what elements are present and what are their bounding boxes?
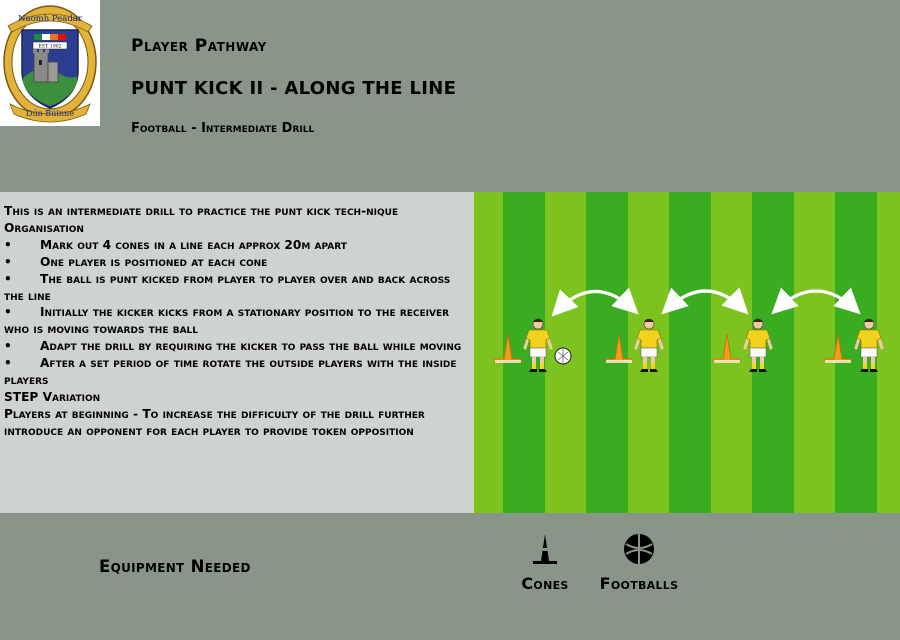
section-heading: Player Pathway: [131, 36, 267, 56]
cone-icon: [605, 333, 633, 364]
step-heading: STEP Variation: [4, 389, 101, 404]
player-figure: [634, 317, 664, 374]
drill-diagram: [474, 192, 900, 513]
bullet-item: •Mark out 4 cones in a line each approx …: [4, 237, 347, 252]
player-figure: [743, 317, 773, 374]
bullet-item: •One player is positioned at each cone: [4, 254, 268, 269]
club-crest: EST. 1902 Naomh Peadar Dún Búinne: [0, 0, 100, 126]
intro-text: This is an intermediate drill to practic…: [4, 204, 399, 218]
drill-overlay: [494, 287, 884, 374]
equipment-cones-label: Cones: [521, 574, 569, 593]
crest-top-text: Naomh Peadar: [18, 14, 83, 24]
pass-arrow: [551, 287, 639, 317]
equipment-cones: Cones: [510, 532, 580, 593]
player-figure: [854, 317, 884, 374]
bullet-item: •The ball is punt kicked from player to …: [4, 271, 451, 303]
pass-arrow: [771, 287, 861, 315]
cone-icon: [494, 333, 522, 364]
equipment-footballs-label: Footballs: [599, 574, 679, 593]
cone-icon: [824, 333, 852, 364]
equipment-footballs: Footballs: [584, 532, 694, 593]
cone-icon: [533, 534, 557, 564]
pitch-stripe: [669, 192, 711, 513]
equipment-heading: Equipment Needed: [99, 557, 251, 576]
step-text: Players at beginning - To increase the d…: [4, 406, 425, 438]
football-icon: [554, 347, 572, 365]
player-figure: [523, 317, 553, 374]
drill-subtitle: Football - Intermediate Drill: [131, 121, 315, 136]
drill-title: PUNT KICK II - ALONG THE LINE: [131, 78, 457, 99]
crest-est-text: EST. 1902: [38, 44, 61, 50]
drill-description: This is an intermediate drill to practic…: [0, 192, 474, 513]
crest-bottom-text: Dún Búinne: [26, 109, 74, 118]
bullet-item: •Initially the kicker kicks from a stati…: [4, 305, 450, 337]
bullet-item: •After a set period of time rotate the o…: [4, 356, 457, 388]
organisation-heading: Organisation: [4, 220, 84, 235]
pass-arrow: [661, 287, 749, 315]
football-icon: [624, 534, 654, 564]
cone-icon: [713, 333, 741, 364]
bullet-item: •Adapt the drill by requiring the kicker…: [4, 339, 462, 354]
